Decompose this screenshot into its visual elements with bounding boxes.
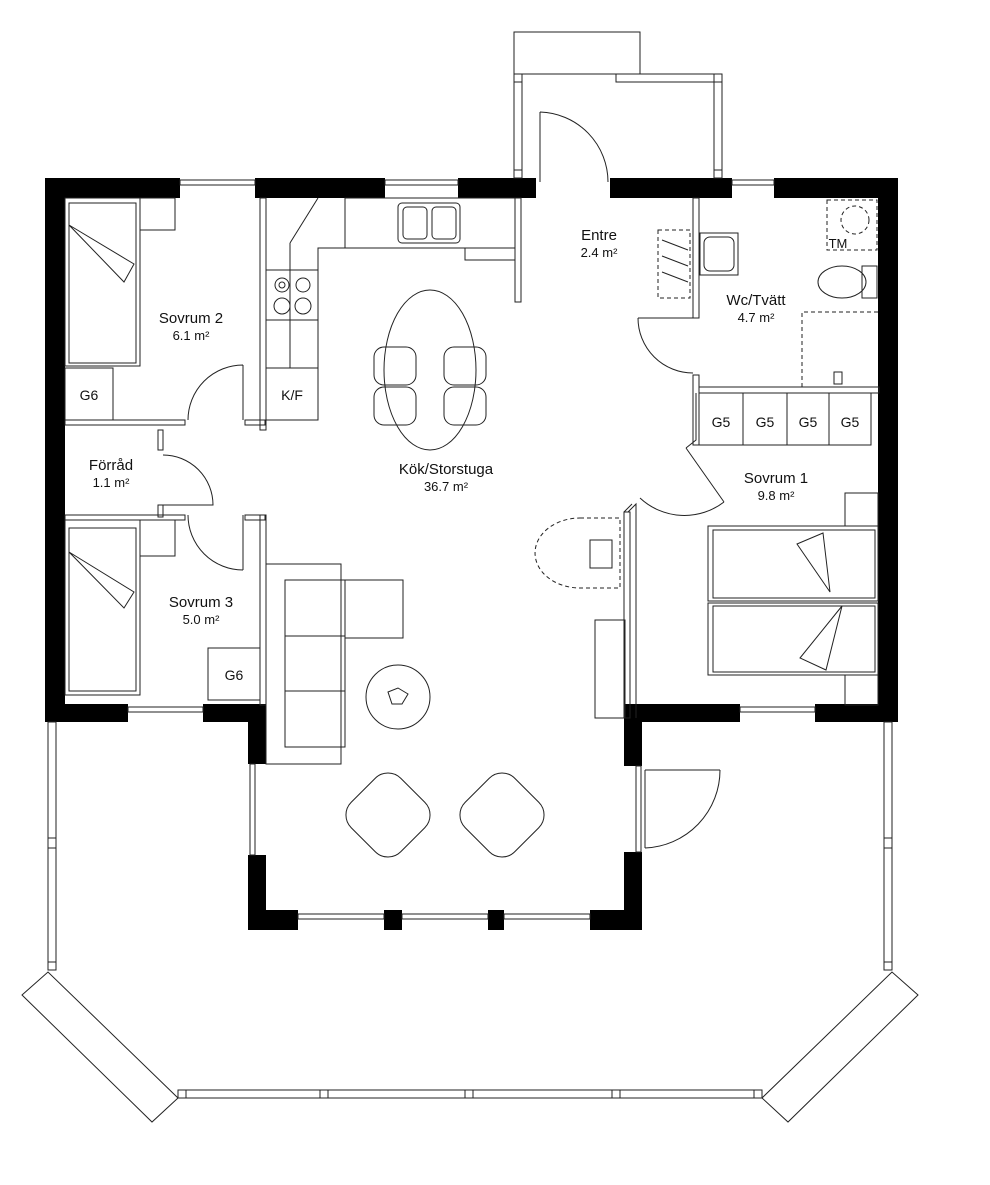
cabinet-g5-3: G5	[799, 414, 818, 430]
cabinet-g6-sovrum3: G6	[225, 667, 244, 683]
cabinet-labels: G6 G6 K/F G5 G5 G5 G5 TM	[80, 236, 860, 683]
room-name-sovrum-2: Sovrum 2	[159, 310, 223, 327]
terrace	[21, 721, 919, 1123]
cabinet-g5-1: G5	[712, 414, 731, 430]
room-name-entre: Entre	[581, 227, 617, 244]
doors	[162, 111, 725, 849]
room-area-sovrum-3: 5.0 m²	[183, 612, 221, 627]
sovrum-1-furniture	[698, 392, 879, 706]
stove	[534, 517, 626, 719]
dining-table	[373, 289, 487, 451]
room-area-sovrum-2: 6.1 m²	[173, 328, 211, 343]
cabinet-g6-sovrum2: G6	[80, 387, 99, 403]
cabinet-g5-4: G5	[841, 414, 860, 430]
sofa	[265, 563, 431, 765]
tm-label: TM	[829, 236, 848, 251]
sovrum-3-furniture	[64, 519, 261, 701]
sovrum-2-furniture	[64, 197, 176, 421]
room-name-sovrum-1: Sovrum 1	[744, 470, 808, 487]
cabinet-kf: K/F	[281, 387, 303, 403]
exterior-walls	[45, 178, 898, 930]
room-area-entre: 2.4 m²	[581, 245, 619, 260]
wc-fixtures	[699, 199, 878, 387]
room-name-forrad: Förråd	[89, 457, 133, 474]
room-name-sovrum-3: Sovrum 3	[169, 594, 233, 611]
room-name-wc-tvatt: Wc/Tvätt	[726, 292, 786, 309]
room-area-wc-tvatt: 4.7 m²	[738, 310, 776, 325]
room-area-kok-storstuga: 36.7 m²	[424, 479, 469, 494]
room-labels: Sovrum 2 6.1 m² Förråd 1.1 m² Sovrum 3 5…	[89, 227, 808, 627]
armchairs	[345, 772, 545, 858]
entrance-porch	[513, 31, 723, 179]
kitchen	[265, 197, 516, 421]
room-area-forrad: 1.1 m²	[93, 475, 131, 490]
entre-shelf	[657, 229, 691, 299]
cabinet-g5-2: G5	[756, 414, 775, 430]
windows	[127, 179, 816, 920]
room-area-sovrum-1: 9.8 m²	[758, 488, 796, 503]
room-name-kok-storstuga: Kök/Storstuga	[399, 461, 494, 478]
interior-walls	[64, 197, 880, 719]
